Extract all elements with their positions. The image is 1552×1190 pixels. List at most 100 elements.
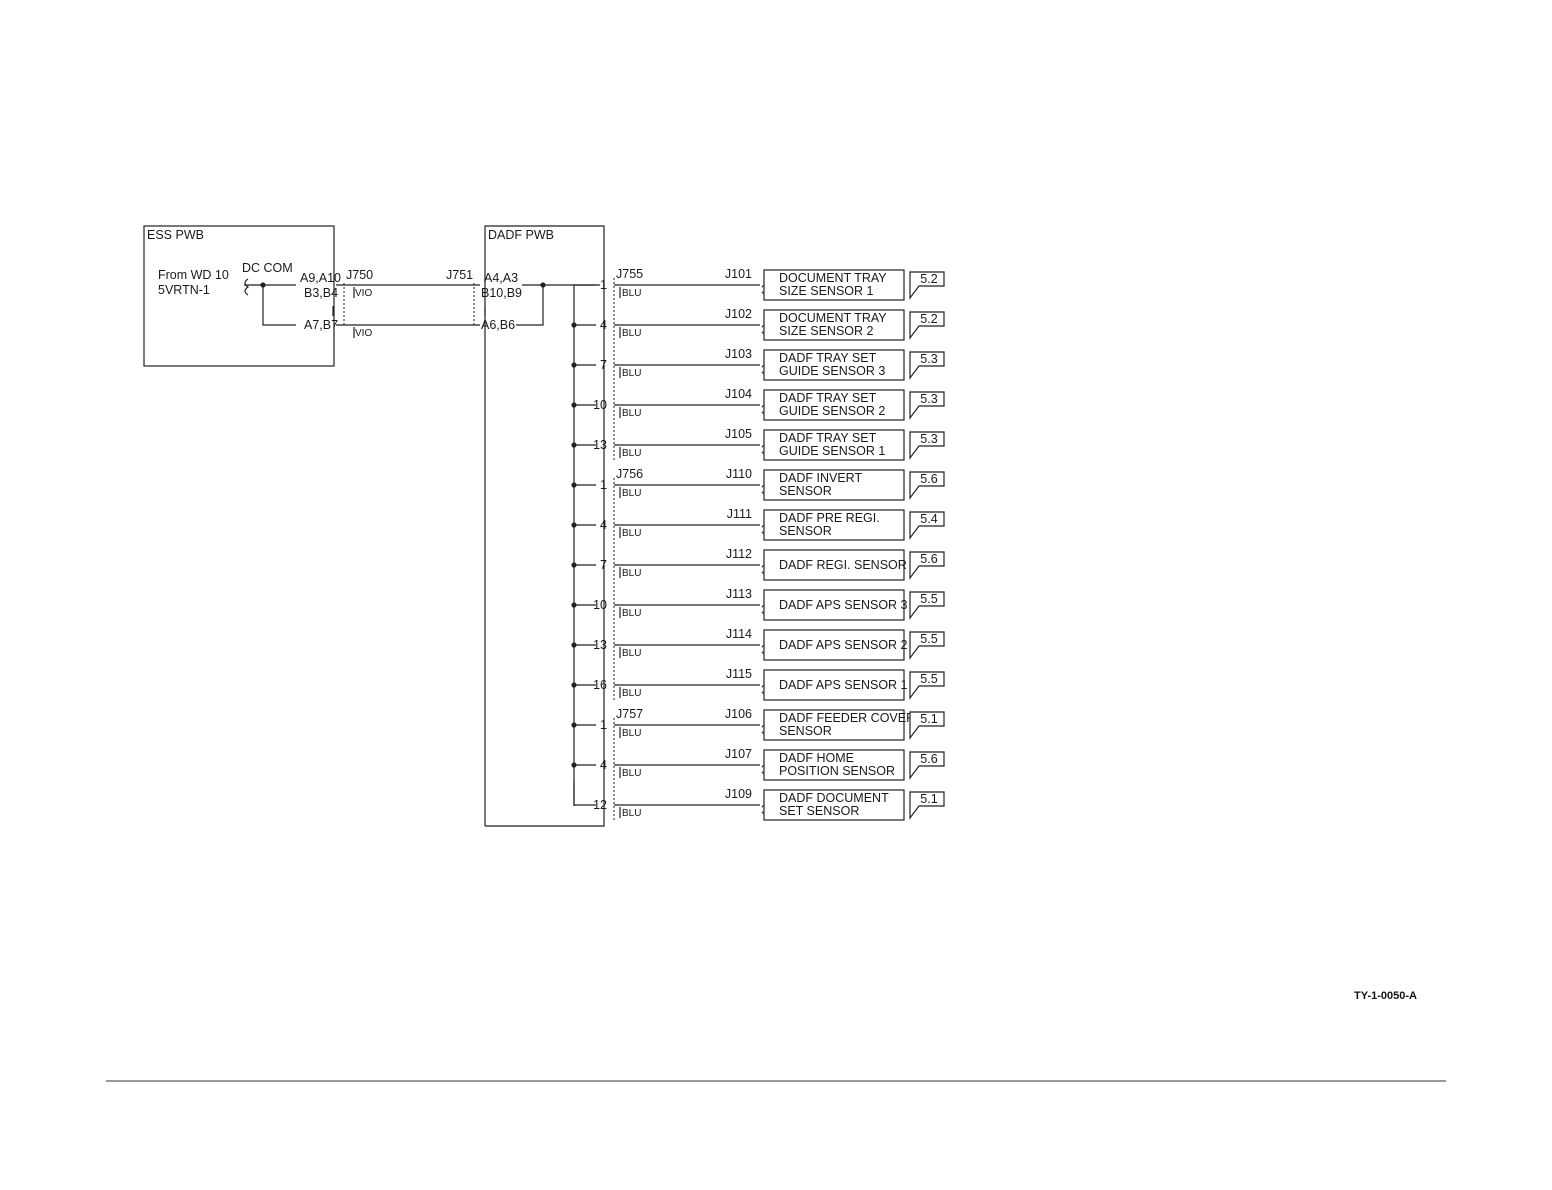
junction-dot <box>571 402 577 408</box>
reference-flag <box>909 511 945 540</box>
reference-label: 5.3 <box>920 432 937 446</box>
connector-label: J755 <box>616 267 643 281</box>
wire-color-blu: BLU <box>622 608 641 619</box>
sensor-box <box>763 509 905 541</box>
jack-label: J102 <box>725 307 752 321</box>
sensor-name-line-1: DADF REGI. SENSOR <box>779 558 907 572</box>
wire-color-blu: BLU <box>622 288 641 299</box>
reference-label: 5.4 <box>920 512 937 526</box>
wire-color-vio-1: VIO <box>355 288 372 299</box>
pin-a9a10: A9,A10 <box>300 271 341 285</box>
sensor-name-line-1: DADF TRAY SET <box>779 351 877 365</box>
sensor-name-line-1: DADF INVERT <box>779 471 862 485</box>
reference-flag <box>909 271 945 300</box>
pin-number: 13 <box>593 438 607 452</box>
pin-number: 4 <box>600 318 607 332</box>
sensor-name-line-2: GUIDE SENSOR 3 <box>779 364 885 378</box>
reference-flag <box>909 671 945 700</box>
wire-color-vio-2: VIO <box>355 328 372 339</box>
ess-pwb-title: ESS PWB <box>147 228 204 242</box>
jack-label: J104 <box>725 387 752 401</box>
pin-number: 4 <box>600 518 607 532</box>
sensor-box <box>763 709 905 741</box>
sensor-name-line-1: DADF HOME <box>779 751 854 765</box>
jack-label: J105 <box>725 427 752 441</box>
junction-dot <box>571 722 577 728</box>
pin-number: 1 <box>600 478 607 492</box>
bus-tap <box>573 781 596 806</box>
reference-flag <box>909 431 945 460</box>
dc-com-branch <box>262 285 296 326</box>
sensor-name-line-1: DADF PRE REGI. <box>779 511 880 525</box>
sensor-name-line-2: POSITION SENSOR <box>779 764 895 778</box>
jack-label: J110 <box>726 467 752 481</box>
wire-color-blu: BLU <box>622 408 641 419</box>
sensor-box <box>763 589 905 621</box>
dadf-pwb-title: DADF PWB <box>488 228 554 242</box>
sensor-name-line-2: SET SENSOR <box>779 804 859 818</box>
dadf-input-branch <box>516 285 544 326</box>
wire-color-blu: BLU <box>622 528 641 539</box>
pin-a6b6: A6,B6 <box>481 318 515 332</box>
sensor-box <box>763 349 905 381</box>
junction-dot <box>571 682 577 688</box>
pin-b10b9: B10,B9 <box>481 286 522 300</box>
reference-flag <box>909 791 945 820</box>
reference-flag <box>909 351 945 380</box>
wire-color-blu: BLU <box>622 808 641 819</box>
pin-number: 4 <box>600 758 607 772</box>
pin-a4a3: A4,A3 <box>484 271 518 285</box>
pin-number: 1 <box>600 278 607 292</box>
sensor-box <box>763 389 905 421</box>
reference-flag <box>909 551 945 580</box>
reference-label: 5.5 <box>920 592 937 606</box>
reference-label: 5.5 <box>920 632 937 646</box>
pin-b3b4: B3,B4 <box>304 286 338 300</box>
jack-label: J112 <box>726 547 752 561</box>
jack-label: J103 <box>725 347 752 361</box>
document-id: TY-1-0050-A <box>1354 990 1417 1002</box>
pin-number: 1 <box>600 718 607 732</box>
wire-color-blu: BLU <box>622 688 641 699</box>
junction-dot <box>571 522 577 528</box>
sensor-name-line-2: SIZE SENSOR 1 <box>779 284 874 298</box>
sensor-box <box>763 309 905 341</box>
jack-label: J111 <box>727 507 752 521</box>
reference-flag <box>909 631 945 660</box>
junction-dot <box>571 482 577 488</box>
reference-label: 5.3 <box>920 352 937 366</box>
reference-label: 5.6 <box>920 752 937 766</box>
pin-number: 10 <box>593 398 607 412</box>
wire-color-blu: BLU <box>622 568 641 579</box>
jack-label: J107 <box>725 747 752 761</box>
pin-number: 12 <box>593 798 607 812</box>
wire-color-blu: BLU <box>622 488 641 499</box>
junction-dot <box>571 602 577 608</box>
sensor-name-line-1: DADF DOCUMENT <box>779 791 889 805</box>
jack-label: J101 <box>725 267 752 281</box>
junction-dot <box>571 442 577 448</box>
sensor-box <box>763 549 905 581</box>
j750-label: J750 <box>346 268 373 282</box>
jack-label: J114 <box>726 627 752 641</box>
jack-label: J109 <box>725 787 752 801</box>
reference-flag <box>909 591 945 620</box>
sensor-name-line-2: GUIDE SENSOR 2 <box>779 404 885 418</box>
reference-label: 5.2 <box>920 272 937 286</box>
connector-label: J757 <box>616 707 643 721</box>
sensor-box <box>763 269 905 301</box>
from-label-2: 5VRTN-1 <box>158 283 210 297</box>
reference-label: 5.6 <box>920 552 937 566</box>
j751-label: J751 <box>446 268 473 282</box>
pin-number: 7 <box>600 358 607 372</box>
jack-label: J115 <box>726 667 752 681</box>
connector-label: J756 <box>616 467 643 481</box>
sensor-name-line-1: DADF FEEDER COVER <box>779 711 915 725</box>
junction-dot <box>571 562 577 568</box>
wire-color-blu: BLU <box>622 328 641 339</box>
sensor-name-line-2: SENSOR <box>779 484 832 498</box>
sensor-name-line-1: DADF TRAY SET <box>779 391 877 405</box>
reference-label: 5.3 <box>920 392 937 406</box>
